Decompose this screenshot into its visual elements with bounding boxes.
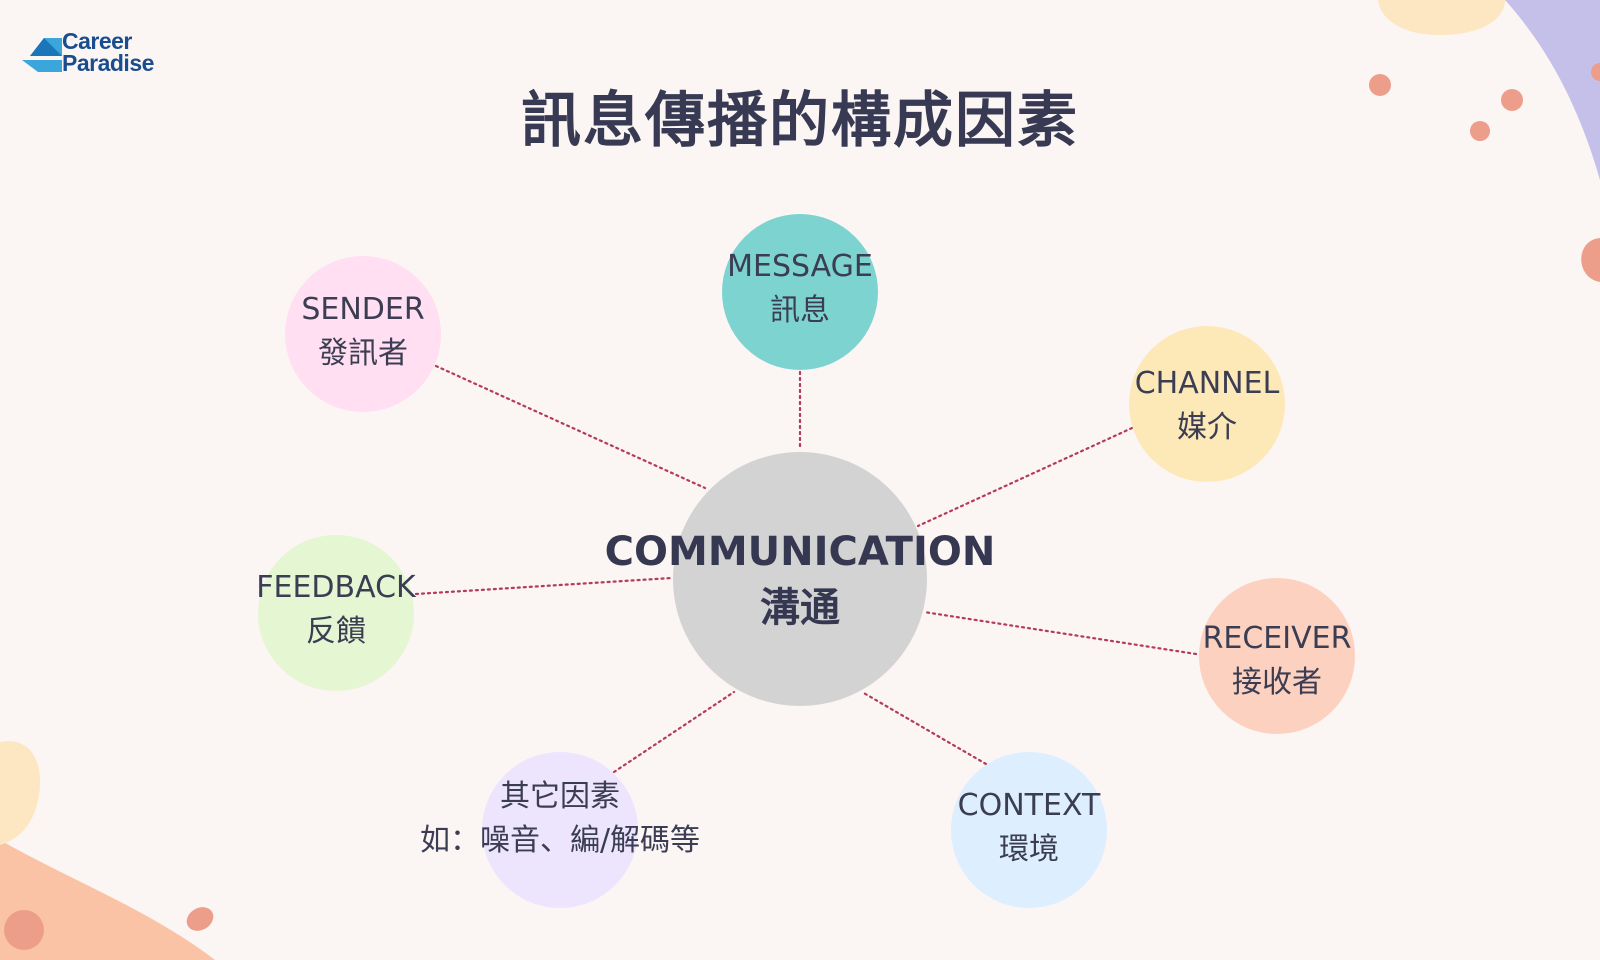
- connector-channel: [916, 426, 1134, 528]
- feedback-label-en: FEEDBACK: [256, 570, 416, 605]
- connector-others: [612, 690, 736, 774]
- receiver-label-en: RECEIVER: [1202, 621, 1352, 656]
- message-label-zh: 訊息: [770, 293, 830, 328]
- corner-blob-top-right-purple: [1505, 0, 1600, 180]
- context-label-zh: 環境: [998, 832, 1059, 867]
- context-label-en: CONTEXT: [957, 788, 1101, 823]
- node-feedback: [258, 535, 414, 691]
- sender-label: SENDER 發訊者: [301, 288, 424, 376]
- receiver-label-zh: 接收者: [1232, 665, 1322, 700]
- logo-sail-icon: [22, 38, 62, 72]
- page-title: 訊息傳播的構成因素: [521, 86, 1079, 156]
- connector-context: [860, 690, 988, 766]
- logo-text-line1: Career: [62, 28, 132, 54]
- context-label: CONTEXT 環境: [958, 784, 1101, 872]
- channel-label-zh: 媒介: [1177, 410, 1237, 445]
- channel-label: CHANNEL 媒介: [1135, 362, 1280, 450]
- center-label: COMMUNICATION 溝通: [605, 524, 996, 636]
- message-label: MESSAGE 訊息: [727, 245, 873, 333]
- message-label-en: MESSAGE: [727, 249, 873, 284]
- dot-decoration: [186, 907, 214, 931]
- node-channel: [1129, 326, 1285, 482]
- corner-blob-bottom-left-orange: [0, 840, 215, 960]
- node-context: [951, 752, 1107, 908]
- edge-blob-right: [1581, 238, 1600, 282]
- dot-decoration: [1369, 74, 1391, 96]
- others-label-line1: 其它因素: [499, 779, 620, 814]
- dot-decoration: [1470, 121, 1490, 141]
- career-paradise-logo: Career Paradise: [20, 28, 180, 78]
- node-sender: [285, 256, 441, 412]
- dot-decoration: [4, 910, 44, 950]
- node-message: [722, 214, 878, 370]
- connector-feedback: [414, 576, 674, 596]
- sender-label-zh: 發訊者: [318, 336, 408, 371]
- dot-decoration: [1501, 89, 1523, 111]
- center-label-zh: 溝通: [759, 585, 840, 631]
- logo-text-line2: Paradise: [62, 50, 154, 76]
- sender-label-en: SENDER: [301, 292, 425, 327]
- feedback-label-zh: 反饋: [306, 614, 366, 649]
- node-others: [482, 752, 638, 908]
- channel-label-en: CHANNEL: [1134, 366, 1280, 401]
- center-label-en: COMMUNICATION: [604, 529, 996, 575]
- connector-sender: [434, 364, 707, 490]
- receiver-label: RECEIVER 接收者: [1203, 617, 1352, 705]
- dot-decoration: [1591, 63, 1600, 81]
- corner-blob-bottom-left-yellow: [0, 741, 41, 845]
- others-label-line2: 如：噪音、編/解碼等: [419, 823, 701, 858]
- corner-blob-top-peach: [1378, 0, 1505, 35]
- feedback-label: FEEDBACK 反饋: [256, 566, 415, 654]
- connector-receiver: [922, 610, 1198, 656]
- node-receiver: [1199, 578, 1355, 734]
- others-label: 其它因素 如：噪音、編/解碼等: [420, 775, 700, 863]
- node-center-communication: [673, 452, 927, 706]
